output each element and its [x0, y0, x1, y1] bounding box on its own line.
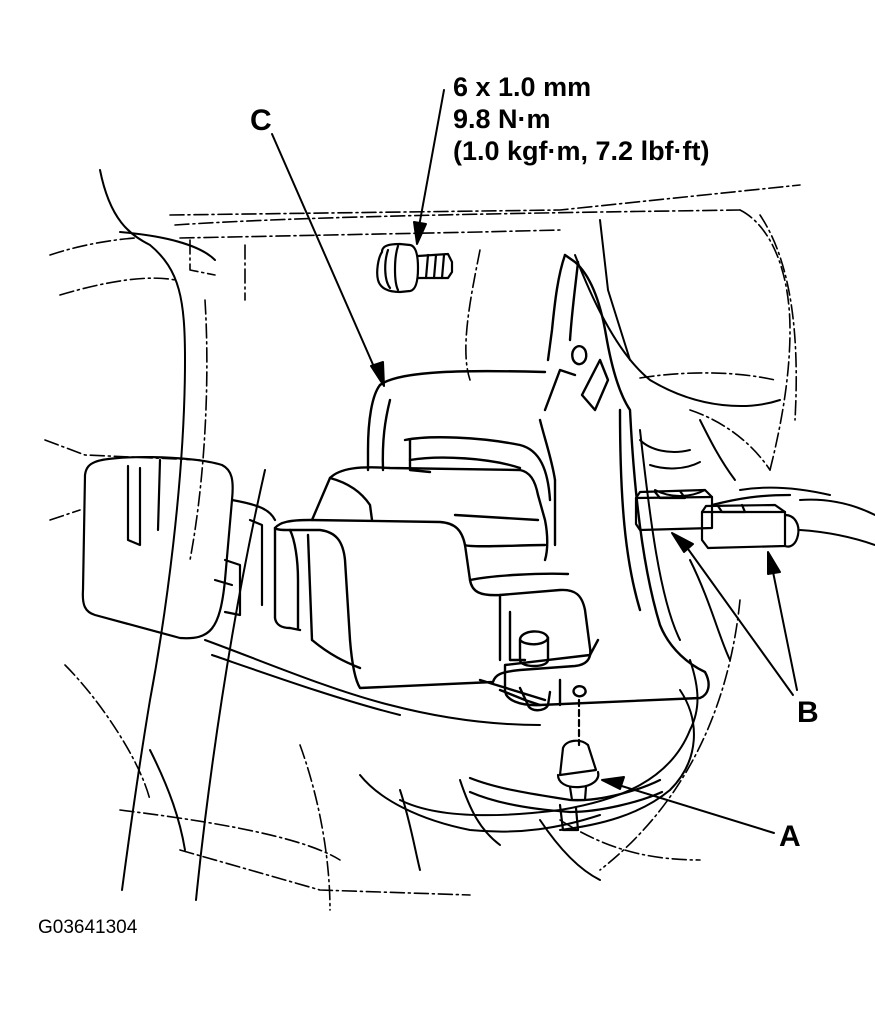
- leader-b-left: [682, 541, 794, 696]
- leader-bolt-arrowhead: [413, 221, 427, 245]
- bolt-size-label: 6 x 1.0 mm: [453, 72, 592, 102]
- leader-lines: [271, 89, 798, 834]
- background-structure: [44, 184, 801, 911]
- callout-c: C: [250, 104, 272, 137]
- clip-a: [468, 698, 664, 832]
- bracket-c: [366, 253, 710, 707]
- leader-b-left-arrowhead: [671, 532, 694, 553]
- leader-b-right: [770, 561, 798, 691]
- control-module: [273, 466, 592, 712]
- intake-duct: [81, 456, 277, 640]
- body-panel: [99, 169, 875, 901]
- bolt-torque-label: 9.8 N·m: [453, 104, 551, 134]
- leader-a: [611, 782, 775, 834]
- connectors-b: [634, 488, 800, 550]
- bolt-torque-alt-label: (1.0 kgf·m, 7.2 lbf·ft): [453, 136, 710, 166]
- leader-b-right-arrowhead: [767, 551, 781, 575]
- callout-a: A: [779, 820, 801, 853]
- leader-c-arrowhead: [370, 361, 385, 387]
- callout-b: B: [797, 696, 819, 729]
- figure-id: G03641304: [38, 917, 138, 938]
- leader-bolt: [417, 89, 445, 233]
- leader-c: [271, 133, 379, 377]
- flange-bolt: [376, 242, 454, 294]
- leader-a-arrowhead: [601, 776, 625, 790]
